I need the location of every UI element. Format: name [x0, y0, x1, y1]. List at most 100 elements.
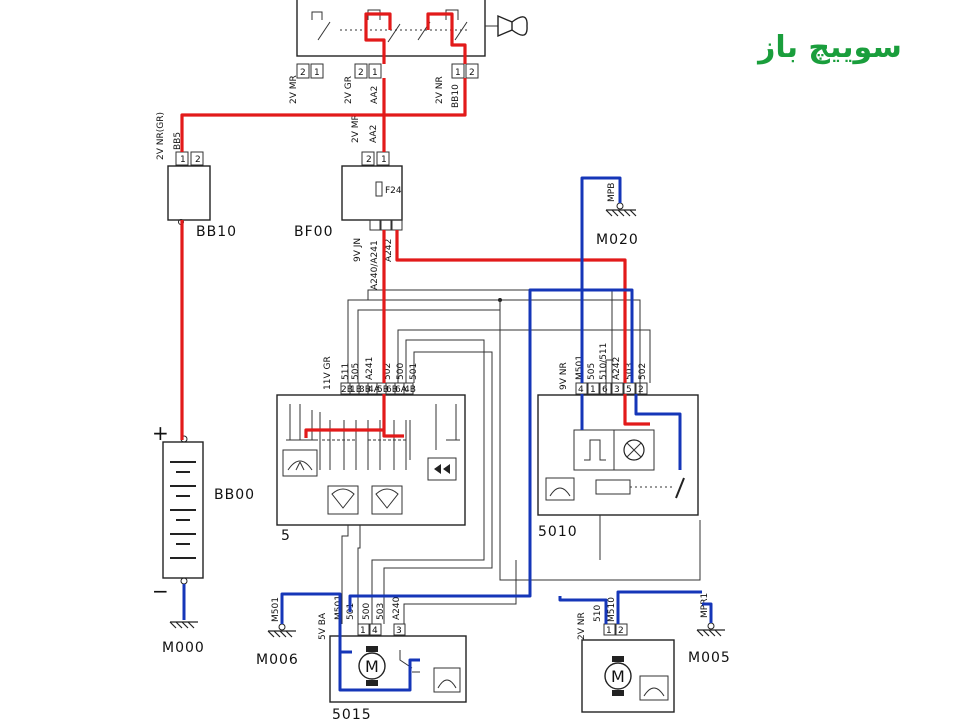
svg-text:M: M — [611, 667, 625, 686]
washer-pump-m005: 1 2 M — [581, 623, 675, 713]
bb10-label: BB10 — [196, 224, 237, 240]
m020-wire-label: MPB — [607, 183, 617, 202]
label-motor_wires-3: 503 — [376, 603, 386, 620]
switch5-label: 5 — [281, 528, 291, 544]
top-connector-left: 2 1 — [296, 63, 324, 79]
m000-ground: M000 — [162, 621, 205, 656]
label-motor_pins-0: 1 — [360, 626, 366, 636]
battery-minus: − — [152, 579, 169, 603]
label-relay_pins-5: 2 — [638, 385, 644, 395]
bf00-out-wire2: A242 — [384, 239, 394, 262]
ignition-switch — [296, 0, 528, 57]
label-relay_wires-3: A242 — [612, 357, 622, 380]
label-sw5_pins-1: 1B — [350, 385, 362, 395]
motor-wire-labels: M501 501 500 503 A240 — [334, 595, 402, 620]
label-sw5_wires-0: 511 — [341, 363, 351, 380]
m000-label: M000 — [162, 640, 205, 656]
label-pin_labels-p1: 1 — [372, 68, 378, 78]
bf00-wire-label: AA2 — [369, 125, 379, 143]
m005-wire-510: 510 — [593, 605, 603, 622]
label-pin_labels-p2: 2 — [469, 68, 475, 78]
label-pin_labels-p2: 2 — [618, 626, 624, 636]
svg-text:M: M — [365, 657, 379, 676]
bf00-block: 2 1 F24 BF00 — [294, 151, 403, 240]
bb10-block: 1 2 BB10 — [167, 151, 237, 240]
bb00-label: BB00 — [214, 487, 255, 503]
battery-plus: + — [152, 421, 169, 445]
top-right-conn-label: 2V NR — [435, 76, 445, 104]
diagram-title: سوییچ باز — [756, 30, 902, 65]
label-sw5_pins-5: 6B — [386, 385, 398, 395]
label-relay_pins-1: 1 — [590, 385, 596, 395]
m005-label: M005 — [688, 650, 731, 666]
m005-wire-m510: M510 — [607, 597, 617, 622]
label-relay_wires-5: 502 — [638, 363, 648, 380]
label-relay_pins-0: 4 — [578, 385, 584, 395]
label-pin_labels-p2: 2 — [195, 155, 201, 165]
label-sw5_pins-7: 4B — [404, 385, 416, 395]
motor5015-label: 5015 — [332, 707, 372, 720]
top-mid-wire-label: AA2 — [370, 86, 380, 104]
label-motor_pins-1: 4 — [372, 626, 378, 636]
label-pin_labels-p1: 1 — [606, 626, 612, 636]
label-sw5_pins-0: 2B — [341, 385, 353, 395]
label-pin_labels-p2: 2 — [366, 155, 372, 165]
m006-ground: M006 — [256, 623, 299, 668]
label-sw5_wires-4: 500 — [396, 363, 406, 380]
live-wires-red — [180, 12, 650, 440]
label-relay_pins-2: 6 — [602, 385, 608, 395]
bf00-out-wires: A240/A241 — [370, 240, 380, 290]
label-motor_wires-2: 500 — [362, 603, 372, 620]
bb10-conn-label: 2V NR(GR) — [156, 112, 166, 160]
label-sw5_pins-6: 6A — [395, 385, 408, 395]
fuse-f24-label: F24 — [385, 186, 402, 196]
relay-conn-label: 9V NR — [559, 362, 569, 390]
label-sw5_pins-2: 3B — [359, 385, 371, 395]
relay-wire-labels: M501 505 510/511 A242 503 502 — [575, 343, 648, 380]
label-relay_pins-4: 5 — [626, 385, 632, 395]
bf00-label: BF00 — [294, 224, 333, 240]
timer-relay-5010: 4 1 6 3 5 2 5010 — [537, 382, 699, 540]
label-sw5_pins-3: 4A — [368, 385, 381, 395]
label-pin_labels-p1: 1 — [455, 68, 461, 78]
label-pin_labels-p2: 2 — [358, 68, 364, 78]
top-connector-right: 1 2 — [451, 63, 479, 79]
wiper-motor-5015: 1 4 3 M 5015 — [329, 623, 467, 720]
label-relay_wires-0: M501 — [575, 355, 585, 380]
top-left-conn-label: 2V MR — [289, 75, 299, 104]
m006-wire-label: M501 — [271, 597, 281, 622]
label-relay_wires-2: 510/511 — [599, 343, 609, 380]
sw5-conn-label: 11V GR — [323, 356, 333, 390]
sw5-wire-labels: 511 505 A241 502 500 501 — [341, 357, 419, 380]
bb00-battery: + − BB00 — [152, 421, 255, 603]
label-pin_labels-p1: 1 — [314, 68, 320, 78]
top-mid-conn-label: 2V GR — [344, 76, 354, 104]
label-motor_wires-4: A240 — [392, 596, 402, 620]
label-sw5_pins-4: 5B — [377, 385, 389, 395]
motor-conn-label: 5V BA — [318, 612, 328, 640]
top-connector-mid: 2 1 — [354, 63, 382, 79]
m006-label: M006 — [256, 652, 299, 668]
bf00-conn-label: 2V MR — [351, 114, 361, 143]
signal-wires-blue — [182, 176, 713, 692]
bf00-out-label: 9V JN — [353, 238, 363, 262]
harness-wires — [341, 289, 701, 624]
m005-conn-label: 2V NR — [577, 612, 587, 640]
label-relay_wires-4: 503 — [625, 363, 635, 380]
label-relay_wires-1: 505 — [587, 363, 597, 380]
label-sw5_wires-3: 502 — [383, 363, 393, 380]
wiper-stalk-switch-5: 2B 1B 3B 4A 5B 6B 6A 4B 5 — [276, 382, 466, 544]
label-sw5_wires-1: 505 — [351, 363, 361, 380]
m020-label: M020 — [596, 232, 639, 248]
relay5010-label: 5010 — [538, 524, 578, 540]
label-sw5_wires-2: A241 — [365, 357, 375, 380]
label-relay_pins-3: 3 — [614, 385, 620, 395]
top-right-wire-label: BB10 — [451, 84, 461, 108]
m005-ground: M005 — [688, 622, 731, 666]
label-pin_labels-p1: 1 — [381, 155, 387, 165]
label-pin_labels-p1: 1 — [180, 155, 186, 165]
label-pin_labels-p2: 2 — [300, 68, 306, 78]
bb10-wire-label: BB5 — [173, 132, 183, 150]
